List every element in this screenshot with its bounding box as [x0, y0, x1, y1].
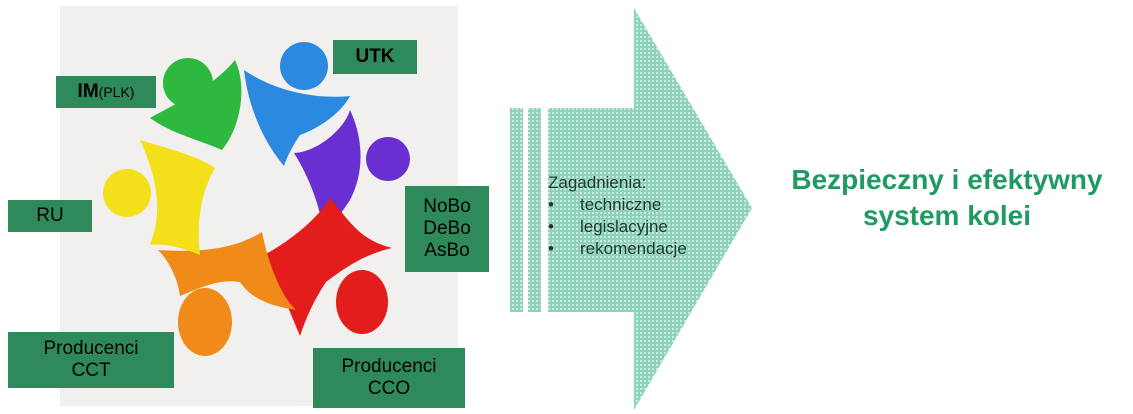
label-producers-cco-line: CCO	[367, 378, 411, 399]
label-producers-cco: Producenci CCO	[313, 348, 465, 408]
label-producers-cct-line: Producenci	[43, 338, 139, 359]
issues-heading: Zagadnienia:	[548, 173, 647, 192]
goal-line-1: Bezpieczny i efektywny	[791, 164, 1103, 195]
person-head-purple	[366, 137, 410, 181]
label-bodies: NoBo DeBo AsBo	[405, 186, 489, 272]
label-im-main: IM	[77, 81, 99, 102]
issue-item: rekomendacje	[548, 238, 738, 260]
issue-item: legislacyjne	[548, 216, 738, 238]
person-body-purple	[294, 110, 361, 234]
label-ru: RU	[8, 200, 92, 232]
issue-item: techniczne	[548, 194, 738, 216]
person-head-blue	[280, 42, 328, 90]
label-utk: UTK	[333, 40, 417, 74]
arrow-stripe	[528, 108, 541, 312]
person-body-green	[150, 60, 242, 150]
label-producers-cct: Producenci CCT	[8, 332, 174, 388]
goal-text: Bezpieczny i efektywny system kolei	[752, 162, 1133, 234]
person-head-orange	[178, 288, 232, 356]
label-ru-text: RU	[36, 205, 64, 226]
goal-line-2: system kolei	[862, 200, 1032, 231]
label-im: IM(PLK)	[56, 76, 156, 108]
label-utk-text: UTK	[355, 46, 395, 67]
label-producers-cco-line: Producenci	[341, 356, 437, 377]
label-im-sub: (PLK)	[98, 84, 135, 100]
label-bodies-line: AsBo	[424, 240, 470, 261]
label-producers-cct-line: CCT	[71, 360, 111, 381]
person-head-yellow	[103, 169, 151, 217]
person-body-red	[264, 198, 392, 336]
label-bodies-line: NoBo	[423, 196, 471, 217]
arrow-stripe	[510, 108, 523, 312]
issues-list: Zagadnienia: techniczne legislacyjne rek…	[548, 172, 738, 260]
person-body-blue	[244, 70, 350, 166]
label-bodies-line: DeBo	[423, 218, 471, 239]
person-body-yellow	[140, 140, 215, 255]
person-head-red	[336, 270, 388, 334]
